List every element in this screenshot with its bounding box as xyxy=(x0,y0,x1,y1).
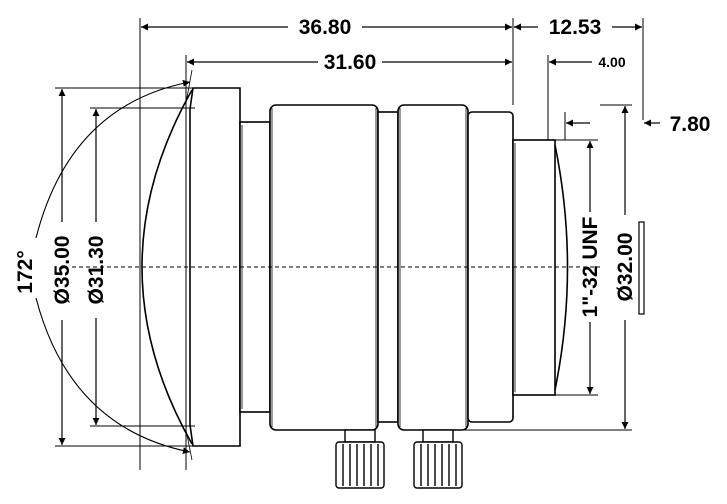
dim-32-00-label: Ø32.00 xyxy=(614,233,637,302)
rear-glass-curve xyxy=(554,144,569,391)
angle-arc-bottom xyxy=(35,297,191,455)
lock-screw-right xyxy=(413,429,463,489)
thread-spec-label: 1"-32 UNF xyxy=(579,216,602,317)
dim-7-80-label: 7.80 xyxy=(670,113,711,136)
extension-lines xyxy=(55,18,644,470)
dim-12-53-label: 12.53 xyxy=(549,16,602,39)
dim-4-00-label: 4.00 xyxy=(598,54,625,70)
angle-arc-top xyxy=(35,79,191,239)
dim-31-30-label: Ø31.30 xyxy=(85,236,108,305)
lock-screw-left xyxy=(335,429,385,489)
dim-36-80-label: 36.80 xyxy=(299,16,352,39)
field-angle-label: 172° xyxy=(14,250,37,293)
dim-35-00-label: Ø35.00 xyxy=(51,236,74,305)
rear-flange-symbol xyxy=(638,221,645,315)
dim-31-60-label: 31.60 xyxy=(324,51,377,74)
